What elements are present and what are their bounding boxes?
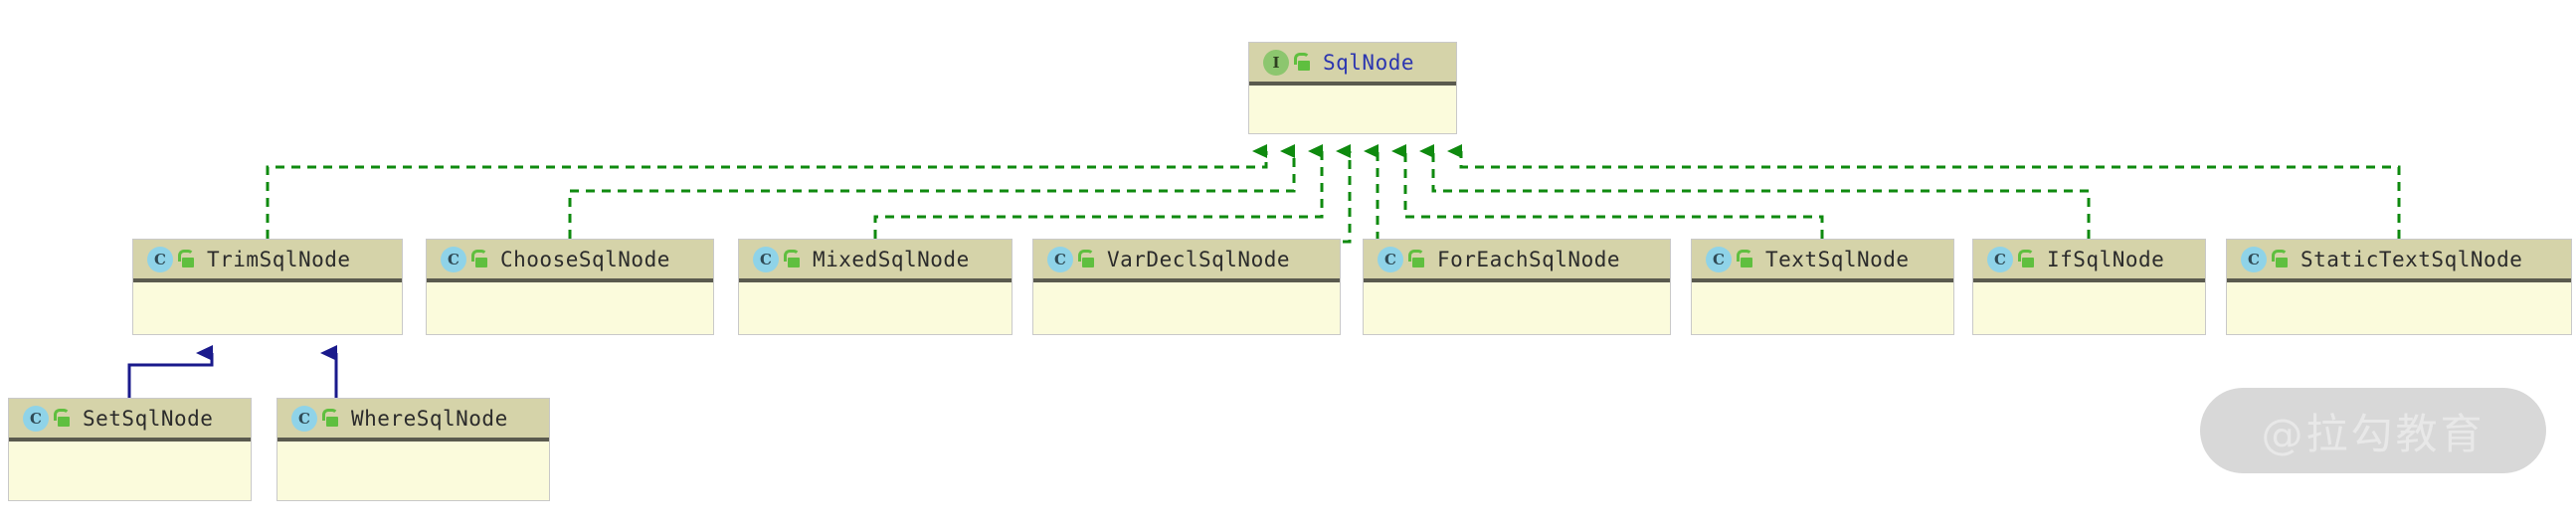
class-name-label: ForEachSqlNode bbox=[1437, 247, 1621, 271]
generalization-edges bbox=[127, 345, 338, 398]
class-box-members bbox=[1973, 282, 2205, 330]
class-box-header: C ForEachSqlNode bbox=[1364, 240, 1670, 282]
class-box-header: C TrimSqlNode bbox=[133, 240, 402, 282]
class-box-members bbox=[277, 442, 549, 496]
class-box-setsqlnode[interactable]: C SetSqlNode bbox=[8, 398, 252, 501]
class-box-members bbox=[133, 282, 402, 330]
unlock-icon bbox=[321, 408, 339, 429]
class-badge-icon: C bbox=[1706, 246, 1732, 272]
class-box-mixedsqlnode[interactable]: C MixedSqlNode bbox=[738, 239, 1012, 335]
class-box-ifsqlnode[interactable]: C IfSqlNode bbox=[1972, 239, 2206, 335]
edge-ifsqlnode-sqlnode bbox=[1419, 144, 2091, 239]
class-box-header: C StaticTextSqlNode bbox=[2227, 240, 2571, 282]
unlock-icon bbox=[53, 408, 71, 429]
class-name-label: SetSqlNode bbox=[83, 406, 214, 431]
class-box-members bbox=[9, 442, 251, 496]
unlock-icon bbox=[177, 249, 195, 269]
class-box-members bbox=[1249, 86, 1456, 129]
edge-vardeclsqlnode-sqlnode bbox=[1185, 144, 1352, 244]
class-box-foreachsqlnode[interactable]: C ForEachSqlNode bbox=[1363, 239, 1671, 335]
edge-foreachsqlnode-sqlnode bbox=[1364, 144, 1519, 244]
class-name-label: TrimSqlNode bbox=[207, 247, 351, 271]
class-box-header: C IfSqlNode bbox=[1973, 240, 2205, 282]
class-name-label: TextSqlNode bbox=[1765, 247, 1910, 271]
class-box-choosesqlnode[interactable]: C ChooseSqlNode bbox=[426, 239, 714, 335]
class-box-statictextsqlnode[interactable]: C StaticTextSqlNode bbox=[2226, 239, 2572, 335]
edge-choosesqlnode-sqlnode bbox=[568, 144, 1296, 239]
edge-statictextsqlnode-sqlnode bbox=[1447, 144, 2401, 239]
class-box-members bbox=[1033, 282, 1340, 330]
class-badge-icon: C bbox=[1378, 246, 1403, 272]
class-badge-icon: C bbox=[753, 246, 779, 272]
class-name-label: MixedSqlNode bbox=[813, 247, 970, 271]
class-name-label: IfSqlNode bbox=[2047, 247, 2165, 271]
unlock-icon bbox=[783, 249, 801, 269]
watermark: @拉勾教育 bbox=[2200, 388, 2546, 473]
class-badge-icon: C bbox=[291, 405, 317, 432]
unlock-icon bbox=[1293, 52, 1311, 73]
class-badge-icon: C bbox=[147, 246, 173, 272]
edge-textsqlnode-sqlnode bbox=[1391, 144, 1824, 239]
class-name-label: VarDeclSqlNode bbox=[1107, 247, 1291, 271]
unlock-icon bbox=[1077, 249, 1095, 269]
class-badge-icon: C bbox=[1987, 246, 2013, 272]
class-box-members bbox=[739, 282, 1012, 330]
class-box-sqlnode[interactable]: I SqlNode bbox=[1248, 42, 1457, 134]
class-box-header: C ChooseSqlNode bbox=[427, 240, 713, 282]
class-box-members bbox=[1692, 282, 1953, 330]
watermark-text: @拉勾教育 bbox=[2261, 409, 2485, 458]
edge-mixedsqlnode-sqlnode bbox=[873, 144, 1324, 239]
class-box-wheresqlnode[interactable]: C WhereSqlNode bbox=[276, 398, 550, 501]
class-box-header: I SqlNode bbox=[1249, 43, 1456, 86]
class-badge-icon: C bbox=[2241, 246, 2267, 272]
class-badge-icon: C bbox=[1047, 246, 1073, 272]
edge-setsqlnode-trimsqlnode bbox=[127, 345, 214, 398]
class-name-label: StaticTextSqlNode bbox=[2300, 247, 2523, 271]
class-box-header: C MixedSqlNode bbox=[739, 240, 1012, 282]
class-box-trimsqlnode[interactable]: C TrimSqlNode bbox=[132, 239, 403, 335]
unlock-icon bbox=[2271, 249, 2289, 269]
unlock-icon bbox=[2017, 249, 2035, 269]
class-box-header: C VarDeclSqlNode bbox=[1033, 240, 1340, 282]
unlock-icon bbox=[1736, 249, 1753, 269]
class-name-label: ChooseSqlNode bbox=[500, 247, 670, 271]
class-box-members bbox=[2227, 282, 2571, 330]
class-box-header: C SetSqlNode bbox=[9, 399, 251, 442]
edge-trimsqlnode-sqlnode bbox=[266, 144, 1268, 239]
unlock-icon bbox=[470, 249, 488, 269]
class-name-label: SqlNode bbox=[1323, 50, 1415, 75]
class-box-header: C TextSqlNode bbox=[1692, 240, 1953, 282]
class-box-textsqlnode[interactable]: C TextSqlNode bbox=[1691, 239, 1954, 335]
class-box-members bbox=[427, 282, 713, 330]
class-box-vardeclsqlnode[interactable]: C VarDeclSqlNode bbox=[1032, 239, 1341, 335]
realization-edges bbox=[266, 144, 2401, 244]
class-badge-icon: C bbox=[23, 405, 49, 432]
interface-badge-icon: I bbox=[1263, 49, 1289, 76]
class-box-members bbox=[1364, 282, 1670, 330]
class-box-header: C WhereSqlNode bbox=[277, 399, 549, 442]
unlock-icon bbox=[1407, 249, 1425, 269]
class-badge-icon: C bbox=[441, 246, 466, 272]
class-name-label: WhereSqlNode bbox=[351, 406, 508, 431]
